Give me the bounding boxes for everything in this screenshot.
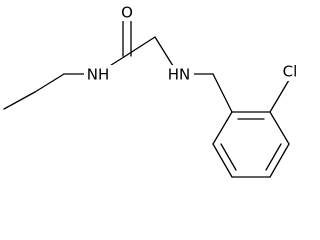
atom-nh-label: NH (87, 66, 110, 84)
atom-cl-bg (279, 63, 301, 81)
bond-ring-inner-c (220, 143, 237, 171)
bond-ring-6-1 (212, 111, 233, 145)
bond-ring-2-3 (269, 111, 290, 145)
atom-hn-label: HN (168, 66, 191, 84)
atom-o-bg (117, 3, 137, 21)
bond-propyl-c2-c1 (34, 73, 65, 93)
bond-propyl-c3-c2 (3, 91, 36, 110)
bond-ring-cl (269, 79, 290, 113)
atom-o-label: O (121, 4, 133, 22)
molecule-structure-diagram: O NH HN Cl (3, 3, 301, 178)
bond-ring-5-6 (212, 143, 233, 178)
bond-ring-inner-b (265, 143, 282, 171)
atom-hn-bg (164, 65, 194, 83)
bond-ring-3-4 (269, 143, 290, 178)
bond-benzyl-ch2-ring (212, 73, 233, 113)
atom-cl-label: Cl (283, 63, 298, 81)
atom-nh-bg (84, 65, 112, 83)
bond-carbonyl-c-ch2 (126, 36, 156, 56)
